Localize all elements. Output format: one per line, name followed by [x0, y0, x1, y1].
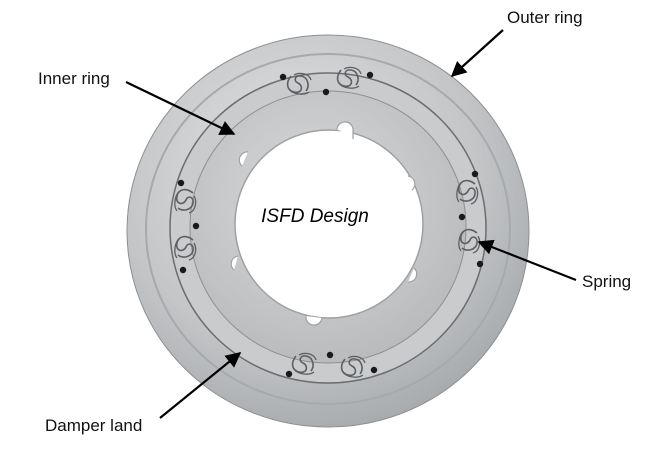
bore-notch: [336, 121, 354, 139]
spring-pack-right: [456, 170, 484, 268]
outer-ring-bevel: [145, 53, 511, 405]
label-inner-ring: Inner ring: [38, 69, 110, 88]
label-damper-land: Damper land: [45, 416, 143, 435]
center-title: ISFD Design: [0, 206, 656, 228]
bore-notch: [230, 255, 239, 271]
bore-notch: [407, 175, 416, 191]
bore-notch: [407, 267, 418, 283]
arrow-spring: [477, 239, 577, 282]
spring-pack-left: [174, 179, 200, 274]
label-spring: Spring: [582, 272, 632, 291]
arrow-damper-land: [159, 352, 242, 419]
arrow-inner-ring: [125, 81, 236, 135]
spring-pack-top: [279, 66, 374, 96]
center-title-text: ISFD Design: [261, 206, 369, 227]
bore-notch: [305, 315, 323, 326]
spring-pack-bottom: [285, 351, 378, 378]
arrow-outer-ring: [450, 29, 504, 78]
bore: [230, 121, 424, 326]
bore-notch: [238, 151, 249, 167]
label-outer-ring: Outer ring: [507, 8, 583, 27]
